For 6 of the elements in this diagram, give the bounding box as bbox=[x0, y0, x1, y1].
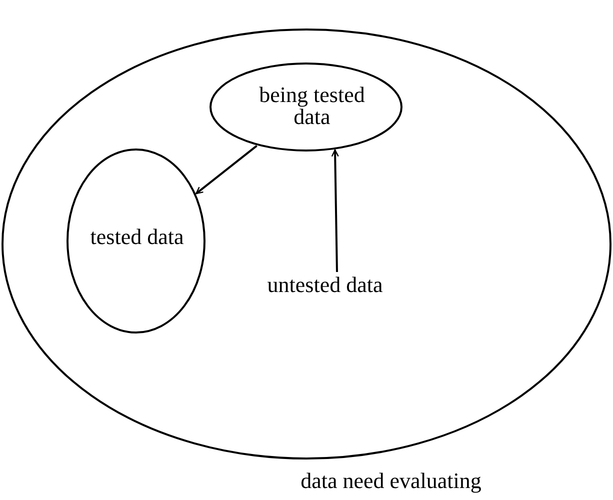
node-label: being tested data bbox=[258, 84, 366, 128]
node-label: data need evaluating bbox=[300, 470, 482, 492]
arrow bbox=[196, 145, 258, 194]
node-label: untested data bbox=[266, 274, 384, 296]
arrow bbox=[331, 149, 339, 272]
node-label: tested data bbox=[89, 226, 185, 248]
